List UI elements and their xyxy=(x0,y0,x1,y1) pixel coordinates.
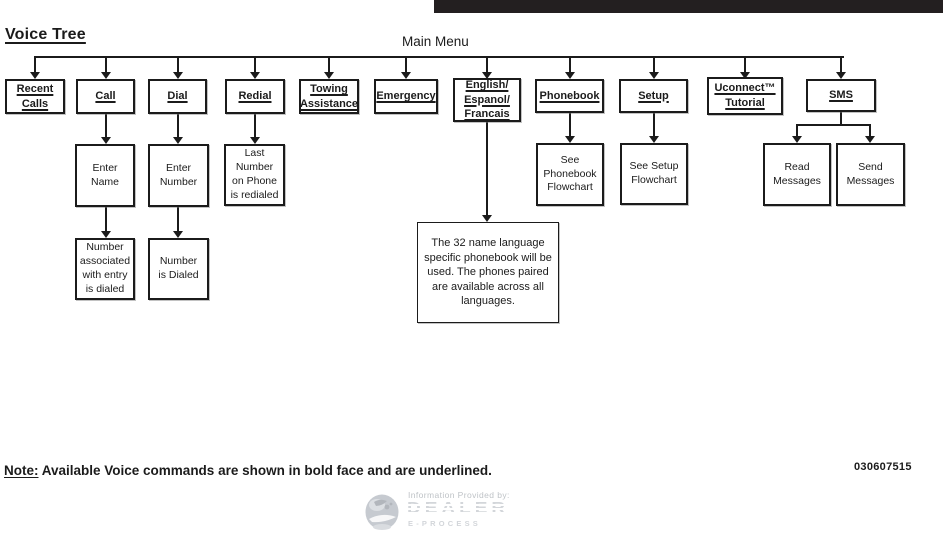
footer-note: Note: Available Voice commands are shown… xyxy=(4,463,492,478)
node-number-is-dialed: Number is Dialed xyxy=(148,238,209,300)
arrow-down-icon xyxy=(565,72,575,79)
arrow-down-icon xyxy=(173,231,183,238)
node-label: Setup xyxy=(638,89,669,102)
node-label: Last Number on Phone is redialed xyxy=(230,147,279,201)
node-number-associated-dialed: Number associated with entry is dialed xyxy=(75,238,135,300)
connector-dial-child xyxy=(177,114,179,137)
connector-entername-child xyxy=(105,207,107,231)
header-bar xyxy=(434,0,943,13)
connector-line xyxy=(328,58,330,72)
connector-language-child xyxy=(486,122,488,215)
node-setup: Setup xyxy=(619,79,688,113)
page-title: Voice Tree xyxy=(5,26,86,43)
node-emergency: Emergency xyxy=(374,79,438,114)
node-uconnect-tutorial: Uconnect™ Tutorial xyxy=(707,77,783,115)
node-label: Uconnect™ Tutorial xyxy=(714,82,776,109)
node-label: See Phonebook Flowchart xyxy=(543,153,597,194)
connector-main-rail xyxy=(34,56,844,58)
arrow-down-icon xyxy=(482,215,492,222)
node-send-messages: Send Messages xyxy=(836,143,905,206)
node-label: Towing Assistance xyxy=(299,82,359,110)
node-label: Emergency xyxy=(376,90,436,103)
arrow-down-icon xyxy=(173,72,183,79)
arrow-down-icon xyxy=(649,72,659,79)
connector-setup-child xyxy=(653,113,655,136)
arrow-down-icon xyxy=(740,72,750,79)
arrow-down-icon xyxy=(250,72,260,79)
connector-call-child xyxy=(105,114,107,137)
node-label: English/ Espanol/ Francais xyxy=(464,79,510,121)
connector-sms-rail xyxy=(796,124,871,126)
connector-line xyxy=(744,58,746,72)
node-label: Enter Number xyxy=(159,161,198,188)
node-label: Dial xyxy=(167,90,188,103)
node-label: Number associated with entry is dialed xyxy=(79,241,131,295)
arrow-down-icon xyxy=(30,72,40,79)
node-last-number-redialed: Last Number on Phone is redialed xyxy=(224,144,285,206)
node-call: Call xyxy=(76,79,135,114)
node-label: Redial xyxy=(238,90,272,103)
connector-phonebook-child xyxy=(569,113,571,136)
node-label: The 32 name language specific phonebook … xyxy=(424,237,552,308)
node-recent-calls: Recent Calls xyxy=(5,79,65,114)
node-towing-assistance: Towing Assistance xyxy=(299,79,359,114)
connector-line xyxy=(486,58,488,72)
arrow-down-icon xyxy=(482,72,492,79)
connector-line xyxy=(840,58,842,72)
arrow-down-icon xyxy=(565,136,575,143)
connector-line xyxy=(177,58,179,72)
node-label: Recent Calls xyxy=(16,82,54,110)
node-sms: SMS xyxy=(806,79,876,112)
node-see-setup-flowchart: See Setup Flowchart xyxy=(620,143,688,205)
node-label: Call xyxy=(95,90,116,103)
connector-line xyxy=(569,58,571,72)
node-dial: Dial xyxy=(148,79,207,114)
note-text: Available Voice commands are shown in bo… xyxy=(41,463,492,478)
connector-line xyxy=(34,58,36,72)
main-menu-label: Main Menu xyxy=(402,34,469,49)
connector-sms-right xyxy=(869,126,871,136)
arrow-down-icon xyxy=(101,137,111,144)
arrow-down-icon xyxy=(324,72,334,79)
connector-line xyxy=(254,58,256,72)
arrow-down-icon xyxy=(101,231,111,238)
connector-enternumber-child xyxy=(177,207,179,231)
arrow-down-icon xyxy=(865,136,875,143)
arrow-down-icon xyxy=(250,137,260,144)
doc-number: 030607515 xyxy=(854,461,912,473)
node-read-messages: Read Messages xyxy=(763,143,831,206)
note-label: Note: xyxy=(4,463,39,478)
node-language: English/ Espanol/ Francais xyxy=(453,78,521,122)
node-language-note: The 32 name language specific phonebook … xyxy=(417,222,559,323)
dealer-eprocess-watermark: Information Provided by: DEALER E-PROCES… xyxy=(364,488,584,543)
node-label: SMS xyxy=(829,89,853,102)
node-label: Phonebook xyxy=(539,89,600,102)
globe-icon xyxy=(365,494,399,530)
watermark-brand-sub: E-PROCESS xyxy=(408,519,481,528)
connector-sms-left xyxy=(796,126,798,136)
node-see-phonebook-flowchart: See Phonebook Flowchart xyxy=(536,143,604,206)
node-enter-number: Enter Number xyxy=(148,144,209,207)
connector-line xyxy=(105,58,107,72)
watermark-provided-by: Information Provided by: xyxy=(408,490,510,500)
arrow-down-icon xyxy=(101,72,111,79)
connector-redial-child xyxy=(254,114,256,137)
arrow-down-icon xyxy=(173,137,183,144)
arrow-down-icon xyxy=(401,72,411,79)
node-label: Number is Dialed xyxy=(158,255,199,281)
node-enter-name: Enter Name xyxy=(75,144,135,207)
arrow-down-icon xyxy=(649,136,659,143)
node-label: Read Messages xyxy=(773,160,821,187)
node-label: Send Messages xyxy=(846,160,895,187)
connector-line xyxy=(405,58,407,72)
arrow-down-icon xyxy=(836,72,846,79)
watermark-brand: DEALER xyxy=(407,500,510,518)
node-redial: Redial xyxy=(225,79,285,114)
node-label: Enter Name xyxy=(90,161,119,188)
node-phonebook: Phonebook xyxy=(535,79,604,113)
connector-sms-stem xyxy=(840,112,842,126)
connector-line xyxy=(653,58,655,72)
arrow-down-icon xyxy=(792,136,802,143)
node-label: See Setup Flowchart xyxy=(629,160,679,186)
